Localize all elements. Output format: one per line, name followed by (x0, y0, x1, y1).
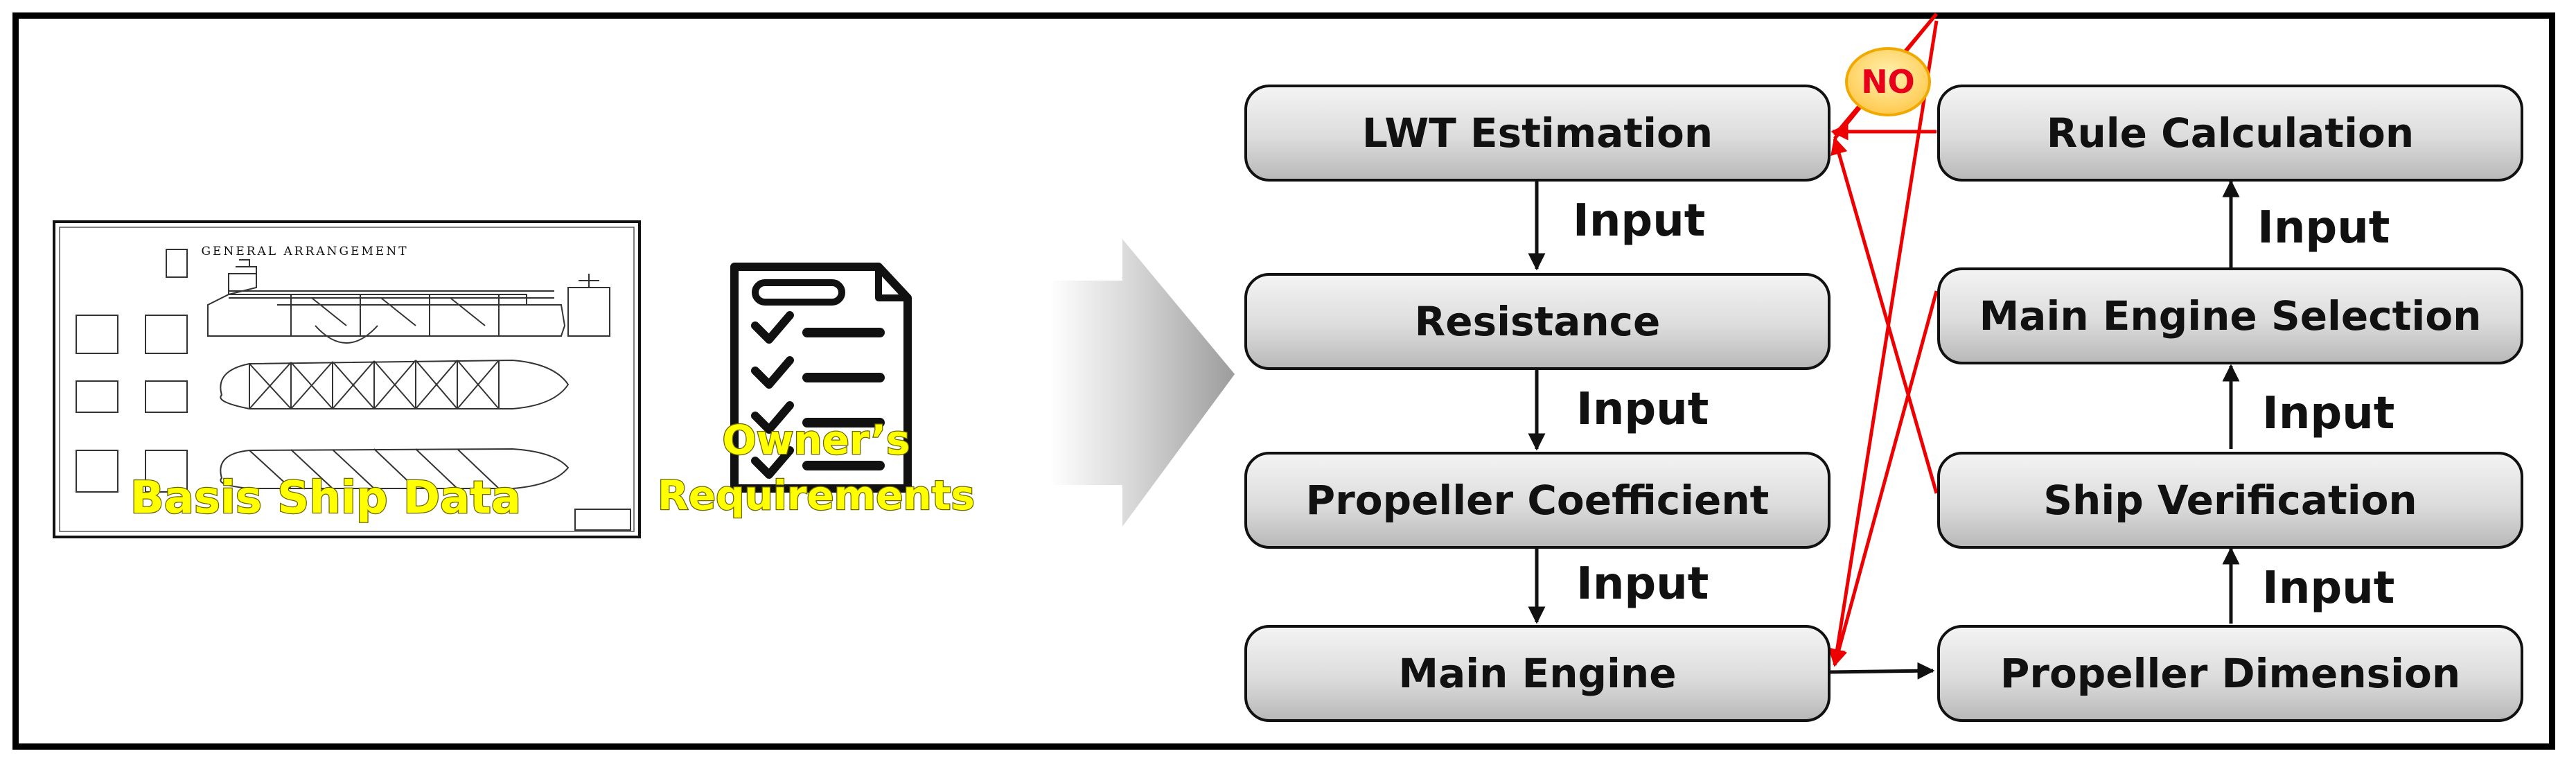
edge-label-input-6: Input (2262, 563, 2394, 614)
node-ship-verification: Ship Verification (1937, 452, 2523, 549)
node-main-engine: Main Engine (1244, 625, 1830, 722)
node-propeller-dimension: Propeller Dimension (1937, 625, 2523, 722)
no-badge: NO (1845, 47, 1931, 116)
feedback-selection-to-main-engine (1830, 290, 1939, 667)
transition-arrow (1050, 239, 1235, 527)
node-main-engine-selection: Main Engine Selection (1937, 267, 2523, 364)
edge-label-input-5: Input (2262, 388, 2394, 439)
feedback-verification-to-lwt (1830, 136, 1939, 494)
basis-ship-label: Basis Ship Data (130, 473, 521, 524)
svg-text:Main Engine Selection: Main Engine Selection (1979, 292, 2482, 340)
owner-label-line1: Owner’s (722, 416, 910, 464)
svg-text:LWT Estimation: LWT Estimation (1362, 109, 1713, 157)
svg-text:Resistance: Resistance (1415, 298, 1661, 345)
feedback-edges (1828, 12, 1939, 667)
svg-text:Ship Verification: Ship Verification (2043, 477, 2417, 524)
flow-edges (1528, 179, 2240, 680)
svg-text:Rule Calculation: Rule Calculation (2047, 109, 2414, 157)
node-resistance: Resistance (1244, 273, 1830, 370)
feedback-rule-to-main-engine (1828, 20, 1939, 667)
no-label: NO (1861, 63, 1915, 100)
node-lwt-estimation: LWT Estimation (1244, 85, 1830, 182)
edge-main-engine-to-propeller-dimension (1828, 662, 1935, 680)
node-propeller-coefficient: Propeller Coefficient (1244, 452, 1830, 549)
svg-text:Propeller Coefficient: Propeller Coefficient (1306, 477, 1770, 524)
checklist-icon (730, 263, 912, 493)
node-rule-calculation: Rule Calculation (1937, 85, 2523, 182)
edge-label-input-4: Input (2257, 202, 2390, 254)
edge-label-input-1: Input (1573, 195, 1705, 247)
edge-label-input-2: Input (1576, 384, 1709, 435)
drawing-title: GENERAL ARRANGEMENT (201, 245, 408, 258)
edge-label-input-3: Input (1576, 558, 1709, 610)
svg-text:Propeller Dimension: Propeller Dimension (2000, 650, 2460, 697)
basis-ship-drawing: GENERAL ARRANGEMENT (53, 220, 641, 538)
svg-text:Main Engine: Main Engine (1398, 650, 1676, 697)
owner-label-line2: Requirements (658, 472, 975, 519)
